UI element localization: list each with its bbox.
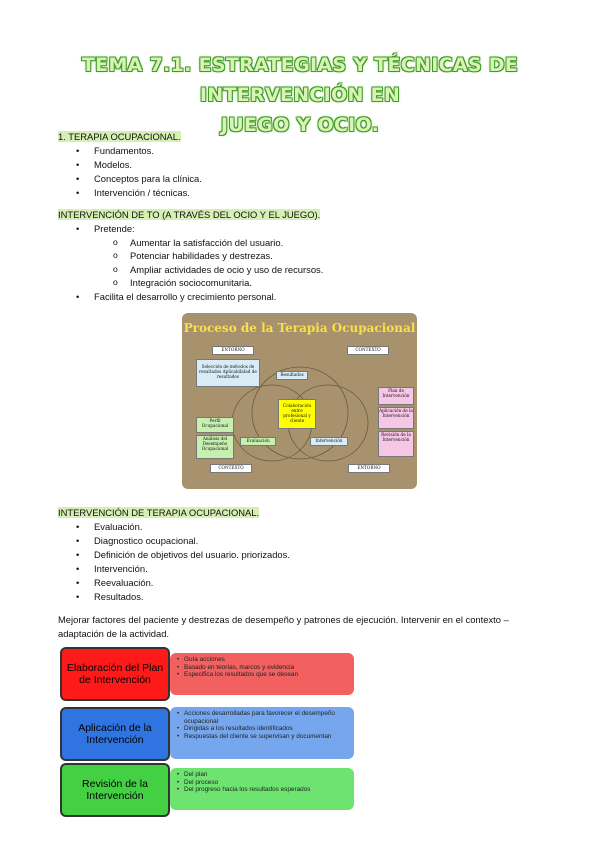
diagram-title: Proceso de la Terapia Ocupacional xyxy=(183,321,416,335)
resultados-box: Resultados xyxy=(276,371,308,380)
phase-revision: Revisión de la Intervención xyxy=(60,763,170,817)
page-title: TEMA 7.1. ESTRATEGIAS Y TÉCNICAS DE INTE… xyxy=(40,50,560,140)
therapy-process-diagram: Proceso de la Terapia Ocupacional ENTORN… xyxy=(182,313,417,489)
list-item: Evaluación. xyxy=(76,520,143,534)
pretende-label: Pretende: xyxy=(76,222,135,236)
section3-heading: INTERVENCIÓN DE TERAPIA OCUPACIONAL. xyxy=(58,507,260,518)
phase-desc-aplicacion: Acciones desarrolladas para favorecer el… xyxy=(170,707,354,759)
intervencion-box: Intervención xyxy=(310,437,348,446)
plan-box: Plan de Intervención xyxy=(378,387,414,405)
phase-bullet: Del proceso xyxy=(177,779,348,787)
aplicacion-box: Aplicación de la Intervención xyxy=(378,407,414,429)
entorno-bottom-label: ENTORNO xyxy=(348,464,390,473)
list-item: Facilita el desarrollo y crecimiento per… xyxy=(76,290,276,304)
analisis-box: Análisis del Desempeño Ocupacional xyxy=(196,435,234,459)
contexto-top-label: CONTEXTO xyxy=(347,346,389,355)
list-item: Diagnostico ocupacional. xyxy=(76,534,198,548)
list-item: Intervención / técnicas. xyxy=(76,186,190,200)
section2-heading: INTERVENCIÓN DE TO (A TRAVÉS DEL OCIO Y … xyxy=(58,209,321,220)
title-line-1: TEMA 7.1. ESTRATEGIAS Y TÉCNICAS DE INTE… xyxy=(81,54,519,106)
phase-bullet: Dirigidas a los resultados identificados xyxy=(177,725,348,733)
seleccion-box: Selección de métodos de resultados Aplic… xyxy=(196,359,260,387)
sub-list-item: Integración sociocomunitaria. xyxy=(113,276,252,290)
phase-bullet: Acciones desarrolladas para favorecer el… xyxy=(177,710,348,725)
perfil-box: Perfil Ocupacional xyxy=(196,417,234,433)
evaluacion-box: Evaluación xyxy=(240,437,276,446)
list-item: Modelos. xyxy=(76,158,132,172)
colaboracion-box: Colaboración entre profesional y cliente xyxy=(278,399,316,429)
phase-bullet: Basado en teorías, marcos y evidencia xyxy=(177,664,348,672)
phase-plan: Elaboración del Plan de Intervención xyxy=(60,647,170,701)
list-item: Conceptos para la clínica. xyxy=(76,172,202,186)
list-item: Resultados. xyxy=(76,590,143,604)
sub-list-item: Aumentar la satisfacción del usuario. xyxy=(113,236,283,250)
phase-desc-plan: Guía acciones Basado en teorías, marcos … xyxy=(170,653,354,695)
contexto-bottom-label: CONTEXTO xyxy=(210,464,252,473)
body-paragraph: Mejorar factores del paciente y destreza… xyxy=(58,614,509,639)
phase-bullet: Guía acciones xyxy=(177,656,348,664)
list-item: Reevaluación. xyxy=(76,576,154,590)
phase-aplicacion: Aplicación de la Intervención xyxy=(60,707,170,761)
list-item: Fundamentos. xyxy=(76,144,154,158)
list-item: Intervención. xyxy=(76,562,148,576)
section1-heading: 1. TERAPIA OCUPACIONAL. xyxy=(58,131,181,142)
phase-bullet: Especifica los resultados que se desean xyxy=(177,671,348,679)
revision-box: Revisión de la Intervención xyxy=(378,431,414,457)
phase-bullet: Del progreso hacia los resultados espera… xyxy=(177,786,348,794)
sub-list-item: Ampliar actividades de ocio y uso de rec… xyxy=(113,263,323,277)
sub-list-item: Potenciar habilidades y destrezas. xyxy=(113,249,273,263)
entorno-top-label: ENTORNO xyxy=(212,346,254,355)
intervention-phases-diagram: Guía acciones Basado en teorías, marcos … xyxy=(58,645,356,817)
phase-desc-revision: Del plan Del proceso Del progreso hacia … xyxy=(170,768,354,810)
phase-bullet: Del plan xyxy=(177,771,348,779)
phase-bullet: Respuestas del cliente se supervisan y d… xyxy=(177,733,348,741)
list-item: Definición de objetivos del usuario. pri… xyxy=(76,548,290,562)
title-line-2: JUEGO Y OCIO. xyxy=(220,114,380,136)
